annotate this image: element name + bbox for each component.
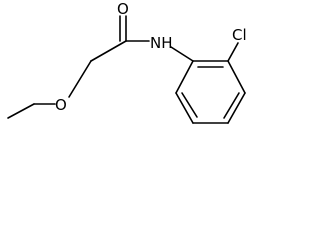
atom-label-nitrogen: NH [150, 34, 173, 52]
ring-bond-3 [227, 92, 246, 124]
atom-label-oxygen-ether: O [55, 96, 67, 114]
atom-label-chlorine: Cl [232, 26, 247, 44]
bond-o-ether-ch2 [68, 60, 92, 98]
ring-bond-6 [175, 60, 194, 94]
ring-inner-3 [181, 92, 198, 118]
atom-label-oxygen-carbonyl: O [117, 0, 129, 18]
structure-diagram: O NH Cl O [0, 0, 253, 150]
ring-inner-2 [223, 92, 240, 119]
ring-bond-5 [175, 92, 194, 124]
bond-ch2-carbonyl [90, 40, 127, 62]
bond-ring-cl [227, 42, 239, 62]
bond-ch3-ch2 [7, 103, 35, 119]
molecule-drawing: O NH Cl O [7, 0, 247, 124]
ring-bond-2 [227, 60, 246, 94]
bond-n-ring [170, 46, 194, 62]
